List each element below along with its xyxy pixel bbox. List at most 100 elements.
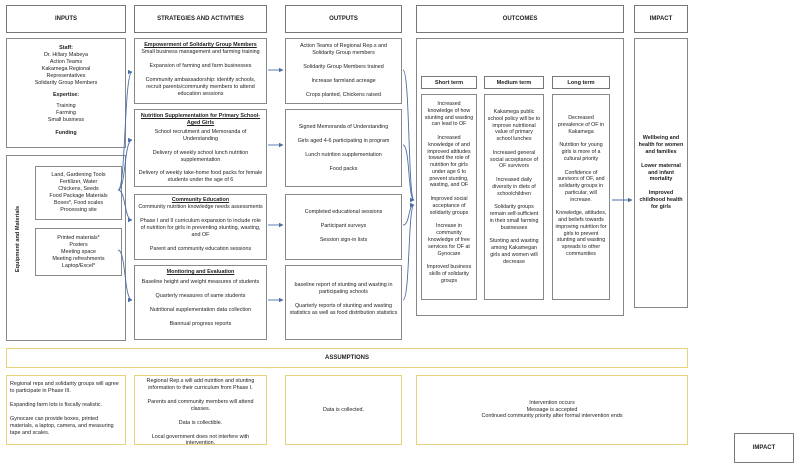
strategy-title: Empowerment of Solidarity Group Members: [144, 42, 257, 48]
assumption-item: Continued community priority after forma…: [481, 413, 623, 420]
equipment-box-2: Printed materials* Posters Meeting space…: [35, 228, 122, 276]
equipment-item: Posters: [69, 241, 88, 248]
impact-item: Improved childhood health for girls: [639, 190, 683, 211]
strategy-item: Delivery of weekly take-home food packs …: [138, 170, 263, 184]
assumption-item: Parents and community members will atten…: [147, 398, 254, 412]
strategy-item: Biannual progress reports: [169, 320, 232, 327]
output-item: Crops planted, Chickens raised: [306, 91, 381, 98]
equipment-item: Meeting space: [60, 248, 97, 255]
medium-term-header: Medium term: [484, 76, 544, 89]
strategy-item: Expansion of farming and farm businesses: [149, 62, 252, 69]
equipment-item: Meeting refreshments: [52, 255, 105, 262]
equipment-item: Processing site: [60, 206, 97, 213]
strategy-item: Nutritional supplementation data collect…: [149, 306, 252, 313]
assumption-box-2: Regional Rep.s will add nutrition and st…: [134, 375, 267, 445]
expertise-line: Small business: [47, 117, 85, 124]
funding-title: Funding: [55, 130, 77, 137]
strategy-item: Phase I and II curriculum expansion to i…: [140, 217, 261, 238]
equipment-box-1: Land, Gardening Tools Fertilizer, Water …: [35, 166, 122, 220]
outcome-item: Nutrition for young girls is more of a c…: [559, 142, 603, 162]
assumption-item: Regional Rep.s will add nutrition and st…: [146, 378, 255, 391]
output-box-1: Action Teams of Regional Rep.s and Solid…: [285, 38, 402, 104]
strategy-title: Nutrition Supplementation for Primary Sc…: [140, 113, 261, 126]
assumption-item: Data is collectible.: [178, 419, 223, 426]
long-term-box: Decreased prevalence of OF in Kakamega N…: [552, 94, 610, 300]
medium-term-box: Kakamega public school policy will be to…: [484, 94, 544, 300]
outcome-item: Increased knowledge of how stunting and …: [424, 101, 474, 128]
expertise-line: Training: [56, 103, 76, 110]
long-term-header: Long term: [552, 76, 610, 89]
staff-line: Kakamega Regional: [41, 65, 91, 72]
inputs-header: INPUTS: [6, 5, 126, 33]
short-term-box: Increased knowledge of how stunting and …: [421, 94, 477, 300]
outcome-item: Increase in community knowledge of free …: [428, 223, 470, 257]
equipment-item: Laptop/Excel*: [61, 262, 96, 269]
output-item: Increase farmland acreage: [311, 77, 376, 84]
equipment-item: Land, Gardening Tools: [51, 172, 106, 178]
output-item: Solidarity Group Members trained: [303, 63, 384, 70]
assumption-item: Intervention occurs: [529, 399, 575, 406]
output-box-4: baseline report of stunting and wasting …: [285, 265, 402, 340]
assumption-item: Data is collected.: [322, 406, 365, 413]
equipment-item: Food Package Materials: [49, 192, 108, 199]
output-item: Lunch nutrition supplementation: [305, 151, 382, 158]
output-box-3: Completed educational sessions Participa…: [285, 194, 402, 260]
outcomes-header: OUTCOMES: [416, 5, 624, 33]
staff-line: Solidarity Group Members: [34, 79, 98, 86]
inputs-staff-box: Staff: Dr. Hillary Mabeya Action Teams K…: [6, 38, 126, 148]
equipment-item: Boxes*, Food scales: [53, 199, 104, 206]
strategies-header: STRATEGIES AND ACTIVITIES: [134, 5, 267, 33]
strategy-title: Community Education: [171, 197, 230, 203]
strategy-item: Quarterly measures of same students: [155, 292, 246, 299]
impact-header: IMPACT: [634, 5, 688, 33]
outcome-item: Decreased prevalence of OF in Kakamega: [557, 115, 605, 135]
staff-line: Action Teams: [49, 58, 83, 65]
output-item: Participant surveys: [320, 222, 367, 229]
impact-item: Wellbeing and health for women and famil…: [638, 134, 684, 155]
assumption-item: Expanding farm lots is fiscally realisti…: [10, 401, 102, 408]
strategy-box-empowerment: Empowerment of Solidarity Group Members …: [134, 38, 267, 104]
staff-line: Dr. Hillary Mabeya: [43, 51, 89, 58]
outcome-item: Knowledge, attitudes, and beliefs toward…: [555, 210, 607, 258]
output-item: baseline report of stunting and wasting …: [294, 282, 393, 295]
assumption-item: Message is accepted: [526, 406, 578, 413]
strategy-item: School recruitment and Memoranda of Unde…: [154, 128, 247, 142]
strategy-box-education: Community Education Community nutrition …: [134, 194, 267, 260]
staff-line: Representatives: [46, 72, 86, 79]
staff-title: Staff:: [59, 45, 73, 51]
outcome-item: Stunting and wasting among Kakamegan gir…: [489, 238, 539, 265]
strategy-item: Baseline height and weight measures of s…: [141, 278, 260, 285]
assumption-box-4: Intervention occurs Message is accepted …: [416, 375, 688, 445]
equipment-item: Printed materials*: [57, 235, 100, 241]
strategy-title: Monitoring and Evaluation: [166, 269, 235, 275]
outcome-item: Improved business skills of solidarity g…: [426, 264, 472, 284]
strategy-item: Delivery of weekly school lunch nutritio…: [152, 149, 249, 163]
output-item: Girls aged 4-6 participating in program: [297, 137, 390, 144]
output-item: Signed Memoranda of Understanding: [298, 124, 389, 130]
assumption-item: Local government does not interfere with…: [151, 433, 250, 445]
expertise-title: Expertise:: [52, 92, 80, 99]
strategy-box-nutrition: Nutrition Supplementation for Primary Sc…: [134, 109, 267, 187]
output-item: Action Teams of Regional Rep.s and Solid…: [299, 43, 388, 56]
strategy-item: Parent and community education sessions: [149, 245, 252, 252]
strategy-item: Community nutrition knowledge needs asse…: [138, 203, 263, 210]
strategy-box-monitoring: Monitoring and Evaluation Baseline heigh…: [134, 265, 267, 340]
impact-item: Lower maternal and infant mortality: [641, 162, 681, 183]
short-term-header: Short term: [421, 76, 477, 89]
outcome-item: Solidarity groups remain self-sufficient…: [489, 204, 539, 231]
assumption-item: Gynocare can provide boxes, printed mate…: [10, 415, 114, 436]
outcome-item: Improved social acceptance of solidarity…: [429, 196, 469, 216]
outcome-item: Confidence of survivors of OF, and solid…: [557, 169, 605, 203]
equipment-item: Chickens, Seeds: [58, 185, 99, 192]
output-item: Quarterly reports of stunting and wastin…: [289, 302, 398, 316]
output-item: Food packs: [329, 165, 358, 172]
assumption-box-1: Regional reps and solidarity groups will…: [6, 375, 126, 445]
strategy-item: Community ambassadorship: identify schoo…: [145, 76, 256, 97]
equipment-side-label: Equipment and Materials: [15, 205, 21, 273]
outputs-header: OUTPUTS: [285, 5, 402, 33]
assumption-box-3: Data is collected.: [285, 375, 402, 445]
output-box-2: Signed Memoranda of Understanding Girls …: [285, 109, 402, 187]
equipment-item: Fertilizer, Water: [59, 178, 98, 185]
output-item: Session sign-in lists: [319, 236, 368, 243]
expertise-line: Farming: [56, 110, 76, 117]
